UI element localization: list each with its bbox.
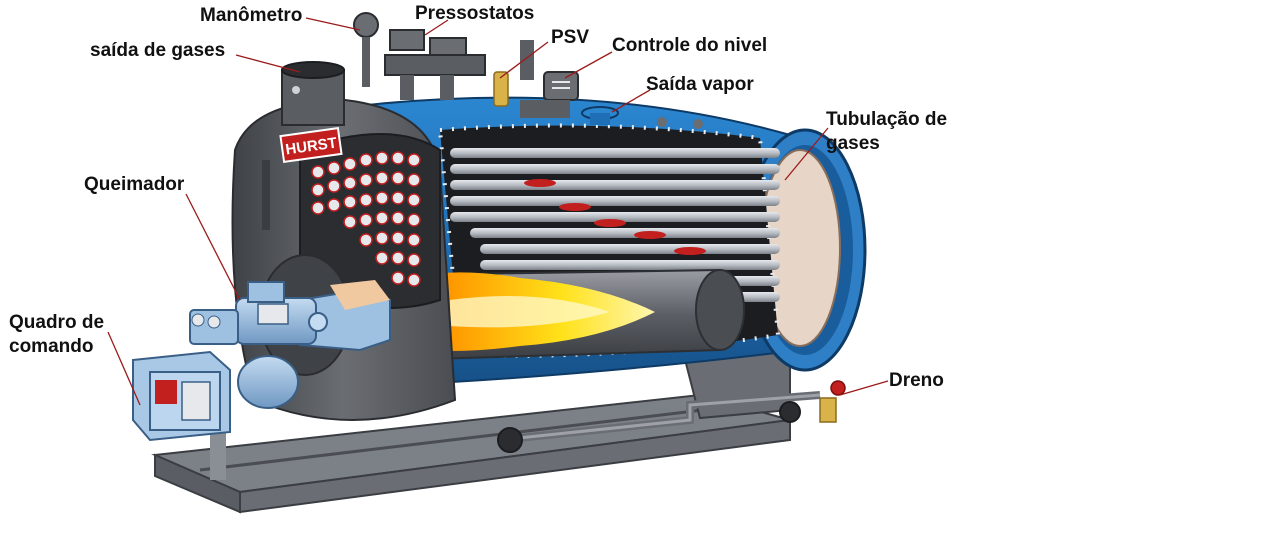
leader-lines	[107, 17, 889, 406]
label-queimador: Queimador	[84, 174, 185, 195]
callout-labels: Manômetro Pressostatos saída de gases PS…	[9, 3, 947, 391]
gas-outlet-stack	[281, 61, 345, 126]
brand-plate: HURST	[279, 126, 343, 164]
tube-sheet-openings	[311, 151, 421, 287]
label-saida-vapor: Saída vapor	[646, 74, 754, 95]
safety-valve-icon	[493, 71, 509, 107]
top-fittings	[353, 12, 703, 129]
label-saida-gases: saída de gases	[90, 40, 225, 61]
label-tubulacao-line1: Tubulação de	[826, 109, 947, 130]
label-dreno: Dreno	[889, 370, 944, 391]
level-control-icon	[543, 71, 579, 101]
leader-controle	[564, 51, 613, 79]
control-panel	[132, 350, 231, 442]
leader-saida-vapor	[611, 89, 651, 113]
pressure-gauge-icon	[353, 12, 379, 38]
drain-valve-icon	[819, 397, 837, 423]
leader-quadro	[107, 331, 141, 406]
leader-tubulacao	[784, 127, 829, 181]
base-skid	[151, 393, 791, 514]
leader-queimador	[185, 193, 241, 301]
label-psv: PSV	[551, 27, 589, 48]
label-controle-nivel: Controle do nivel	[612, 35, 767, 56]
label-manometro: Manômetro	[200, 5, 302, 26]
label-pressostatos: Pressostatos	[415, 3, 534, 24]
leader-dreno	[839, 380, 889, 396]
leader-saida-gases	[235, 54, 301, 73]
leader-psv	[499, 41, 549, 79]
drain-piping	[497, 380, 846, 453]
burner-assembly	[189, 280, 391, 480]
label-quadro-line1: Quadro de	[9, 312, 104, 333]
label-tubulacao-line2: gases	[826, 133, 880, 154]
label-quadro-line2: comando	[9, 336, 93, 357]
leader-manometro	[305, 17, 361, 31]
leader-pressostatos	[424, 19, 449, 36]
